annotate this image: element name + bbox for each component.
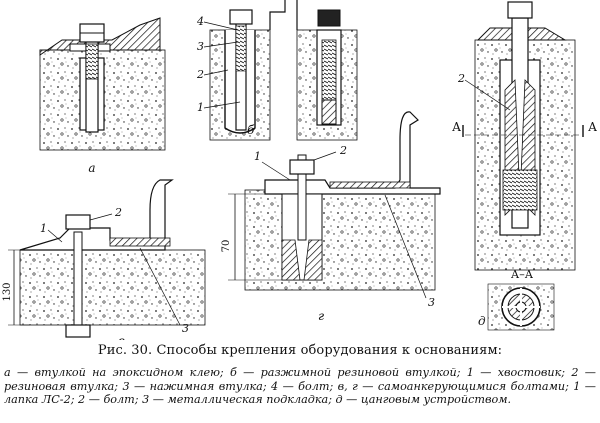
panel-b-callout-3: 3	[197, 40, 204, 53]
panel-g-callout-1: 1	[254, 150, 261, 163]
figure-caption-body: а — втулкой на эпоксидном клею; б — разж…	[4, 366, 596, 406]
panel-v-callout-1: 1	[40, 222, 47, 235]
section-marker-right: А	[588, 120, 597, 134]
panel-d-drawing: А А 2 А–А д	[452, 1, 597, 331]
figure-caption-title: Рис. 30. Способы крепления оборудования …	[97, 343, 503, 358]
panel-g-label: г	[318, 309, 324, 323]
panel-a-drawing: а	[39, 17, 166, 175]
section-aa-title: А–А	[511, 268, 534, 281]
dimension-130: 130	[2, 282, 13, 301]
panel-d-label: д	[478, 314, 486, 328]
panel-b-drawing: б 4 3 2 1	[196, 0, 358, 141]
panel-v-drawing: 130 в 1 2 3	[2, 179, 206, 340]
dimension-70: 70	[221, 240, 232, 253]
panel-b-label: б	[247, 123, 255, 137]
panel-g-callout-3: 3	[428, 296, 435, 309]
panel-a-label: а	[88, 161, 95, 175]
panel-g-callout-2: 2	[339, 144, 347, 157]
panel-g-drawing: 70 г 1 2 3	[221, 111, 441, 323]
section-marker-left: А	[452, 120, 461, 134]
panel-v-callout-3: 3	[182, 322, 189, 335]
panel-b-callout-1: 1	[197, 101, 204, 114]
panel-v-label: в	[118, 334, 125, 340]
technical-figure: а б 4 3 2 1 70 г 1	[2, 0, 597, 340]
panel-b-callout-4: 4	[196, 15, 204, 28]
panel-b-callout-2: 2	[196, 68, 204, 81]
panel-v-callout-2: 2	[114, 206, 122, 219]
panel-d-callout-2: 2	[457, 72, 465, 85]
